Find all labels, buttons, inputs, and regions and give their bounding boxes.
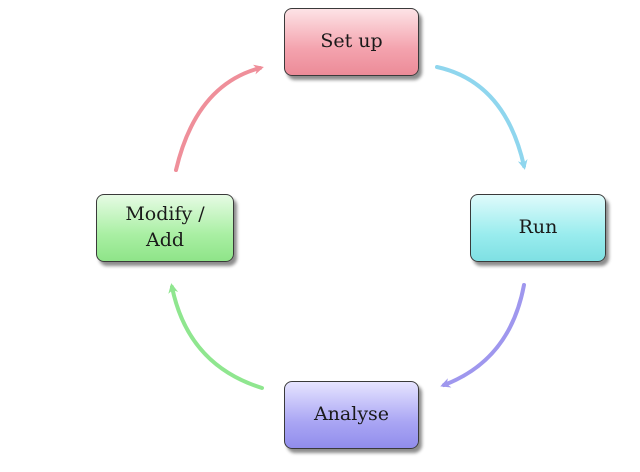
arrow-run-to-analyse [440,283,526,388]
node-analyse-label: Analyse [313,403,390,426]
node-modify-add: Modify / Add [96,194,234,262]
arrow-analyse-to-modify [168,283,264,390]
node-analyse: Analyse [284,381,419,449]
node-set-up: Set up [284,8,419,76]
arrow-setup-to-run [435,65,528,170]
node-modify-add-label: Modify / Add [125,203,205,251]
node-run-label: Run [518,216,558,239]
node-set-up-label: Set up [320,30,383,53]
node-run: Run [470,194,606,262]
arrow-modify-to-setup [174,64,264,172]
